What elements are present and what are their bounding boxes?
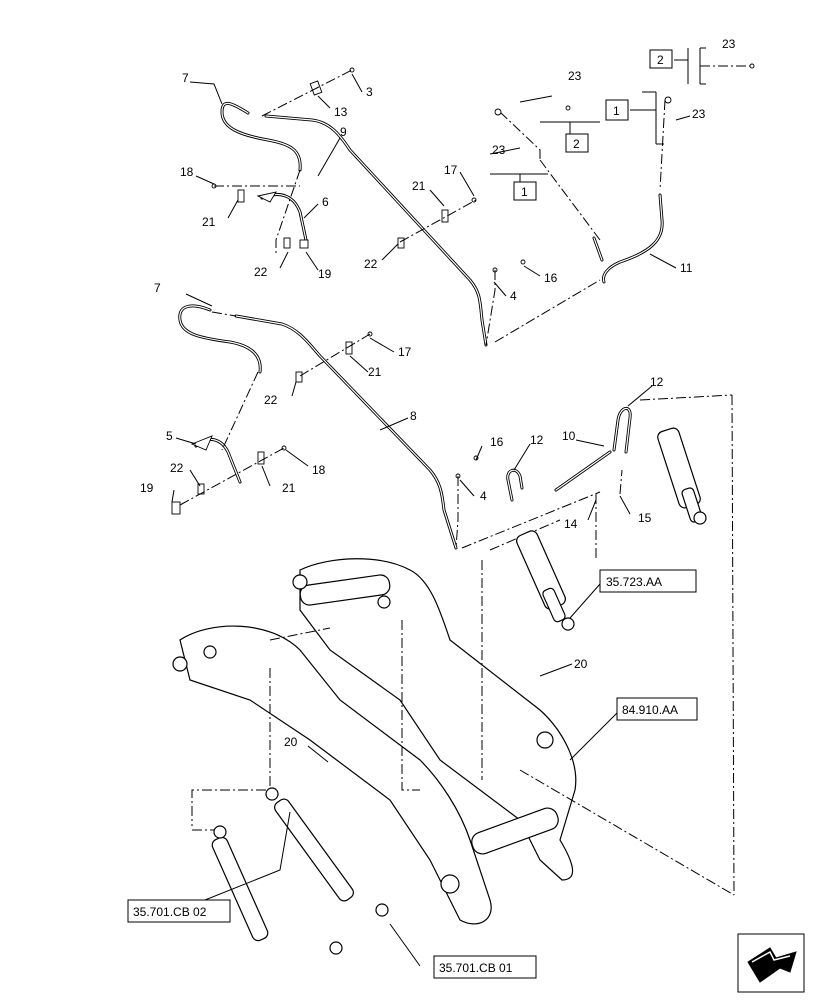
- callout-21: 21: [368, 365, 382, 379]
- callout-19: 19: [140, 481, 154, 495]
- callout-18: 18: [180, 165, 194, 179]
- callout-5: 5: [166, 429, 173, 443]
- callout-21: 21: [202, 215, 216, 229]
- variant-box-1-left: 1: [513, 181, 537, 201]
- callout-22: 22: [264, 393, 278, 407]
- callout-23: 23: [692, 107, 706, 121]
- variant-label: 1: [521, 185, 528, 199]
- callout-14: 14: [564, 517, 578, 531]
- callout-8: 8: [410, 409, 417, 423]
- callout-22: 22: [254, 265, 268, 279]
- callout-19: 19: [318, 267, 332, 281]
- navigation-arrow-icon[interactable]: [737, 933, 805, 993]
- lower-centre-lines: [179, 311, 735, 896]
- callout-13: 13: [334, 105, 348, 119]
- callout-16: 16: [490, 435, 504, 449]
- variant-box-2-middle: 2: [565, 133, 589, 153]
- callout-20: 20: [574, 657, 588, 671]
- callout-22: 22: [364, 257, 378, 271]
- callout-7: 7: [182, 71, 189, 85]
- hoses-10-12: [506, 407, 632, 502]
- callout-leaders: [171, 73, 677, 967]
- variant-label: 2: [657, 53, 664, 67]
- callout-20: 20: [284, 735, 298, 749]
- callout-17: 17: [398, 345, 412, 359]
- callout-17: 17: [444, 163, 458, 177]
- callout-16: 16: [544, 271, 558, 285]
- callout-6: 6: [322, 195, 329, 209]
- callout-11: 11: [680, 261, 693, 275]
- callout-21: 21: [412, 179, 426, 193]
- callout-4: 4: [510, 289, 517, 303]
- callout-22: 22: [170, 461, 184, 475]
- reference-label[interactable]: 35.701.CB 01: [439, 961, 513, 975]
- reference-35-723-aa[interactable]: 35.723.AA: [599, 569, 697, 593]
- link-cylinders: [211, 787, 389, 955]
- variant-box-1-right: 1: [605, 99, 629, 121]
- callout-18: 18: [312, 463, 326, 477]
- variant-label: 1: [613, 104, 620, 118]
- callout-23: 23: [568, 69, 582, 83]
- callout-3: 3: [366, 85, 373, 99]
- reference-35-701-cb-01[interactable]: 35.701.CB 01: [433, 955, 537, 979]
- reference-label[interactable]: 35.701.CB 02: [133, 905, 207, 919]
- callout-7: 7: [154, 281, 161, 295]
- upper-centre-lines: [214, 65, 752, 346]
- loader-frame: [172, 558, 735, 925]
- lift-cylinder-right: [657, 427, 707, 525]
- lift-cylinder-left: [516, 530, 575, 631]
- reference-35-701-cb-02[interactable]: 35.701.CB 02: [127, 899, 231, 923]
- reference-label[interactable]: 35.723.AA: [606, 575, 662, 589]
- callout-10: 10: [562, 429, 576, 443]
- variant-brackets: [489, 47, 706, 186]
- callout-9: 9: [340, 125, 347, 139]
- callout-23: 23: [722, 37, 736, 51]
- variant-label: 2: [573, 137, 580, 151]
- reference-84-910-aa[interactable]: 84.910.AA: [616, 697, 698, 721]
- lower-pipe-assembly: [171, 304, 479, 550]
- upper-pipe-assembly: [211, 67, 526, 347]
- callout-12: 12: [530, 433, 544, 447]
- callout-4: 4: [480, 489, 487, 503]
- callout-15: 15: [638, 511, 652, 525]
- callout-12: 12: [650, 375, 664, 389]
- variant-box-2-top-right: 2: [649, 49, 673, 69]
- callout-23: 23: [492, 143, 506, 157]
- callout-21: 21: [282, 481, 296, 495]
- reference-label[interactable]: 84.910.AA: [622, 703, 678, 717]
- callout-labels: 3 7 13 9 18 6 21 22 19 22 21 17 4 16 11 …: [140, 37, 736, 749]
- hose-11: [494, 63, 755, 284]
